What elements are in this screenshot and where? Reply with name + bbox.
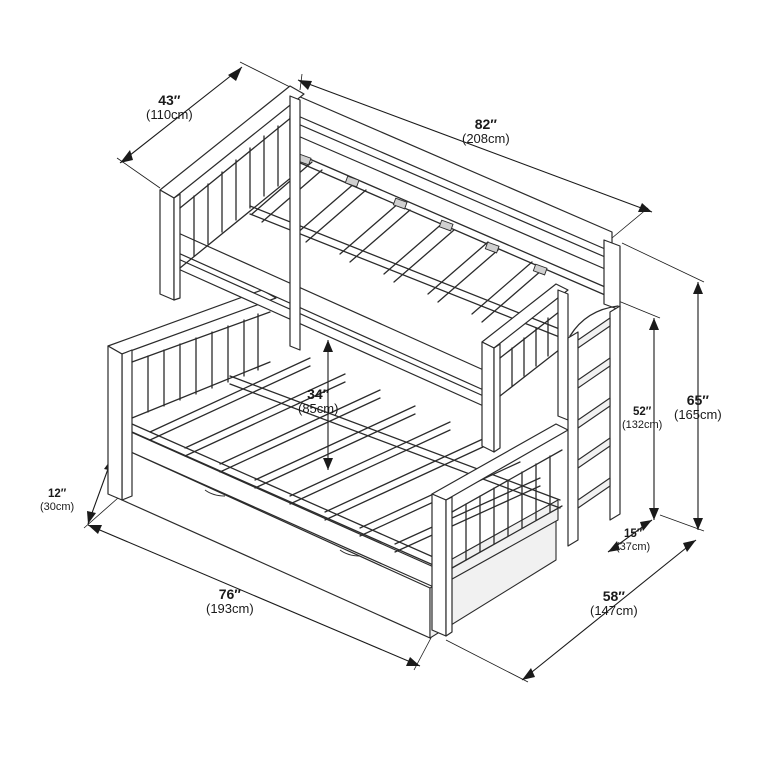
dimension-label-clearance: 34″ (85cm)	[298, 386, 338, 417]
dimension-label-width-bottom: 58″ (147cm)	[590, 588, 638, 619]
width-top-imperial: 43″	[158, 92, 181, 108]
ladder-height-metric: (132cm)	[622, 419, 663, 432]
clearance-metric: (85cm)	[298, 401, 339, 417]
bottom-length-imperial: 76″	[218, 586, 241, 602]
width-bottom-imperial: 58″	[602, 588, 625, 604]
width-top-metric: (110cm)	[146, 107, 193, 123]
overall-height-metric: (165cm)	[674, 407, 722, 423]
ladder-depth-imperial: 15″	[623, 528, 643, 540]
trundle-height-imperial: 12″	[47, 488, 67, 500]
bottom-length-metric: (193cm)	[206, 601, 254, 617]
ladder	[567, 305, 621, 547]
dimension-label-bottom-length: 76″ (193cm)	[206, 586, 254, 617]
dimension-label-length: 82″ (208cm)	[462, 116, 510, 147]
trundle-height-metric: (30cm)	[40, 501, 75, 514]
bottom-bunk	[107, 289, 569, 639]
lower-footboard	[431, 423, 569, 637]
upper-footboard	[481, 283, 569, 453]
dimension-label-overall-height: 65″ (165cm)	[674, 392, 722, 423]
ladder-height-imperial: 52″	[633, 406, 652, 418]
dimension-label-trundle-height: 12″ (30cm)	[40, 488, 74, 514]
dimension-label-ladder-depth: 15″ (37cm)	[616, 528, 650, 554]
width-bottom-metric: (147cm)	[590, 603, 638, 619]
dimension-label-ladder-height: 52″ (132cm)	[622, 406, 662, 432]
lower-headboard	[107, 289, 277, 501]
top-bunk	[159, 85, 621, 453]
clearance-imperial: 34″	[307, 386, 330, 402]
overall-height-imperial: 65″	[686, 392, 709, 408]
upper-headboard	[159, 85, 305, 351]
ladder-depth-metric: (37cm)	[616, 541, 651, 554]
dimension-label-width-top: 43″ (110cm)	[146, 92, 193, 123]
length-metric: (208cm)	[462, 131, 510, 147]
length-imperial: 82″	[474, 116, 497, 132]
